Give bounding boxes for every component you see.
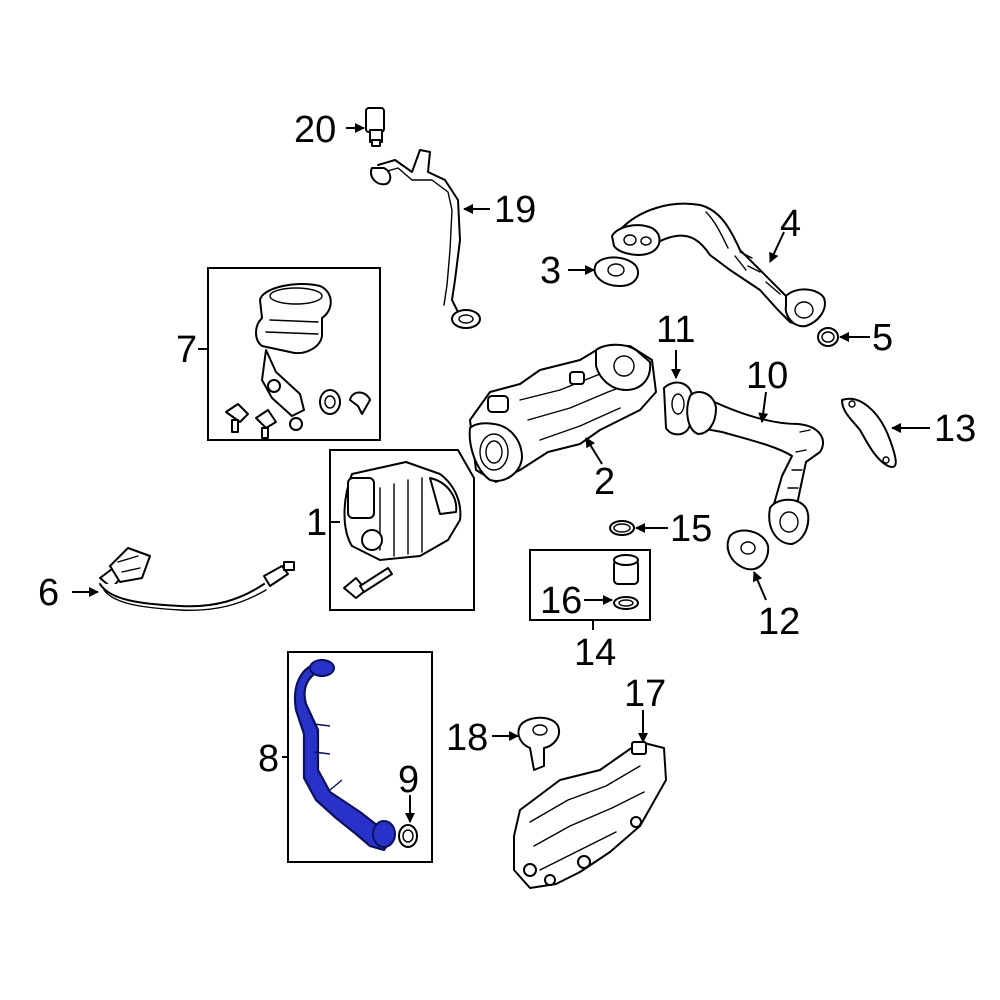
- part-3-gasket[interactable]: [593, 256, 639, 287]
- callout-1: 1: [306, 502, 327, 544]
- callout-17: 17: [624, 673, 666, 715]
- callout-6: 6: [38, 572, 59, 614]
- part-1-frame: [329, 449, 475, 611]
- part-6-sensor[interactable]: [99, 547, 295, 612]
- part-17-bracket[interactable]: [513, 741, 667, 889]
- part-13-heat-shield[interactable]: [841, 397, 897, 468]
- callout-9: 9: [398, 759, 419, 801]
- callout-10: 10: [746, 355, 788, 397]
- leaders: [72, 123, 930, 823]
- part-18-housing[interactable]: [517, 716, 560, 771]
- part-7-frame: [207, 267, 381, 441]
- part-7-egr-valve[interactable]: [255, 282, 332, 431]
- callout-labels: 20 19 4 3 5 7 11 10 13 2 1 15 6 16 12 14…: [38, 109, 976, 801]
- part-1-bolt[interactable]: [343, 567, 393, 599]
- callout-11: 11: [656, 309, 695, 351]
- callout-2: 2: [594, 461, 615, 503]
- callout-12: 12: [758, 601, 800, 643]
- callout-8: 8: [258, 738, 279, 780]
- part-15-o-ring[interactable]: [609, 520, 635, 536]
- callout-4: 4: [780, 203, 801, 245]
- part-12-gasket[interactable]: [726, 529, 770, 571]
- callout-5: 5: [872, 317, 893, 359]
- part-2-egr-cooler[interactable]: [468, 343, 657, 483]
- callout-13: 13: [934, 408, 976, 450]
- callout-19: 19: [494, 189, 536, 231]
- part-14-frame: [529, 549, 651, 621]
- callout-3: 3: [540, 250, 561, 292]
- callout-15: 15: [670, 508, 712, 550]
- callout-20: 20: [294, 109, 336, 151]
- callout-14: 14: [574, 632, 616, 674]
- part-8-tube-highlighted[interactable]: [294, 659, 396, 852]
- part-20-sensor[interactable]: [365, 107, 385, 147]
- callout-16: 16: [540, 580, 582, 622]
- part-9-o-ring[interactable]: [398, 824, 418, 848]
- part-5-o-ring[interactable]: [817, 327, 839, 347]
- part-7-bolts[interactable]: [225, 403, 277, 439]
- callout-7: 7: [176, 329, 197, 371]
- part-19-hose[interactable]: [370, 149, 481, 329]
- part-4-pipe[interactable]: [611, 202, 826, 328]
- part-1-actuator[interactable]: [343, 461, 462, 561]
- callout-18: 18: [446, 717, 488, 759]
- part-16-seal[interactable]: [613, 554, 639, 610]
- part-7-washer-clip[interactable]: [319, 389, 371, 415]
- part-10-egr-tube[interactable]: [686, 391, 825, 545]
